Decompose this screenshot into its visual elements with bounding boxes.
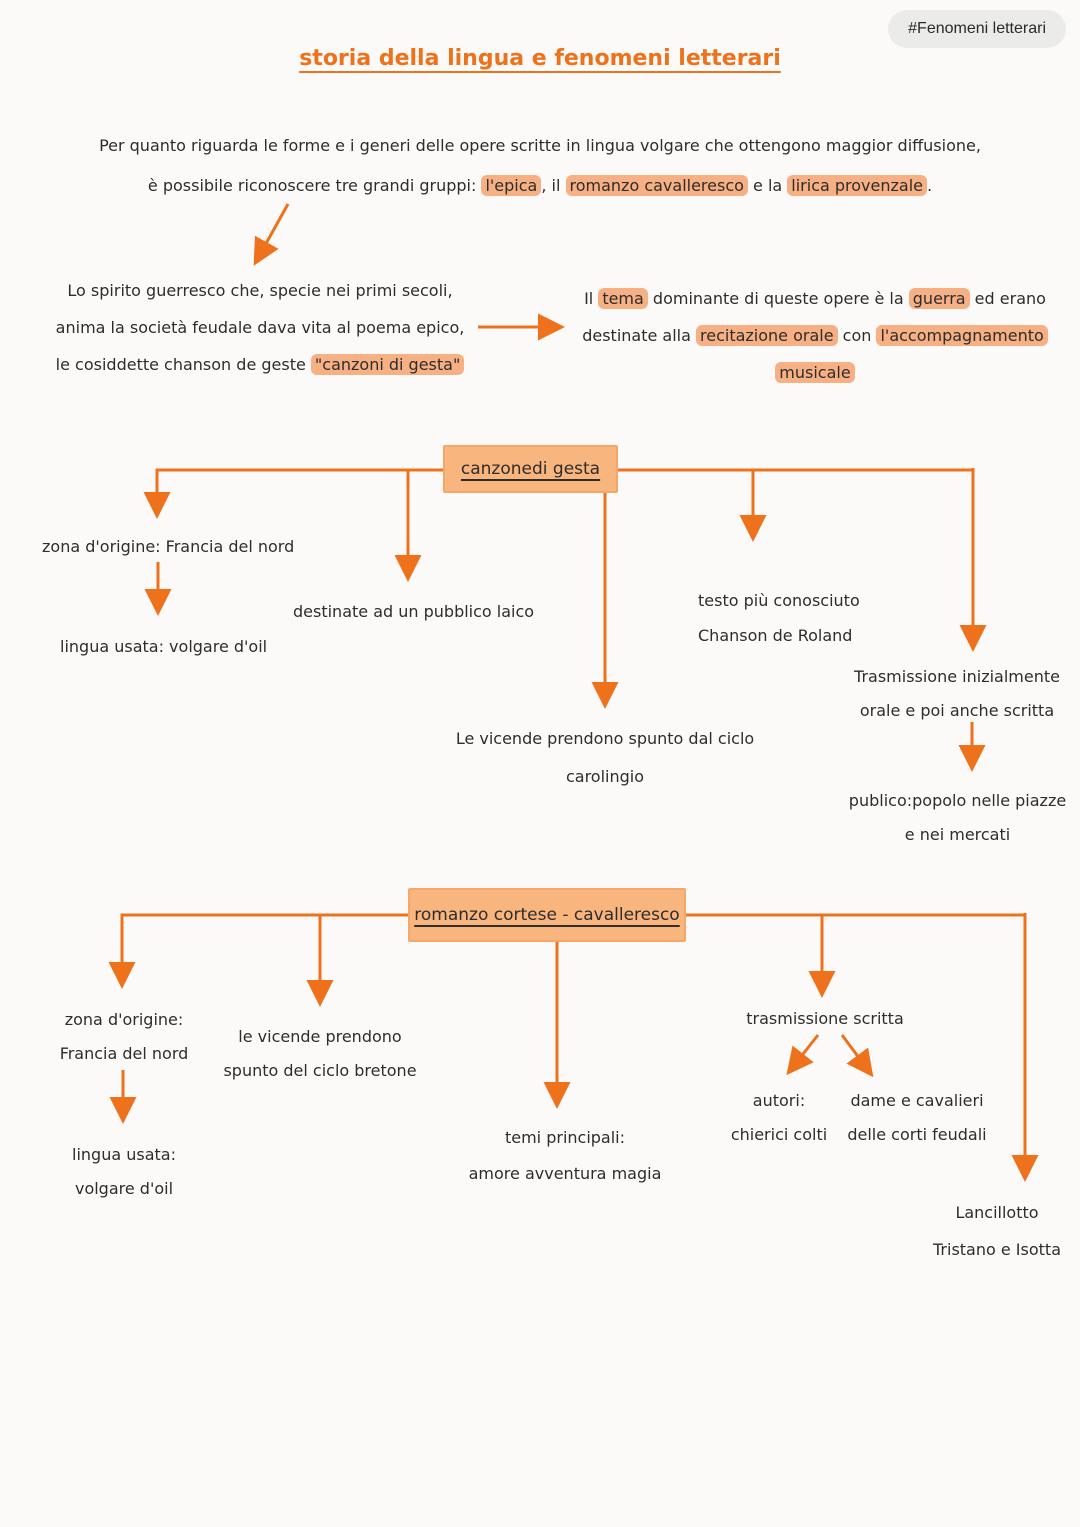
epic-note-line-1: Lo spirito guerresco che, specie nei pri…: [67, 281, 453, 300]
arrow-map2-to-dame: [840, 1034, 874, 1078]
tag-badge: #Fenomeni letterari: [888, 10, 1066, 48]
map2-dame-line-1: dame e cavalieri: [850, 1091, 984, 1110]
arrow-intro-to-epic-note: [253, 203, 290, 266]
theme-note-line-1: Il tema dominante di queste opere è la g…: [584, 288, 1046, 309]
arrow-map2-to-autori: [786, 1034, 820, 1076]
map1-vicende-label: Le vicende prendono spunto dal ciclo car…: [405, 720, 805, 796]
map1-testo-line-1: testo più conosciuto: [698, 591, 860, 610]
map2-autori-line-1: autori:: [752, 1091, 806, 1110]
theme-note-line-3: musicale: [565, 354, 1065, 391]
map1-publico-label: publico:popolo nelle piazze e nei mercat…: [830, 784, 1080, 852]
map1-vicende-line-1: Le vicende prendono spunto dal ciclo: [455, 729, 755, 748]
map2-lancillotto-label: Lancillotto Tristano e Isotta: [917, 1194, 1077, 1268]
connector-map1-left: [143, 468, 443, 519]
map2-zona-line-2: Francia del nord: [59, 1044, 189, 1063]
map1-trasmissione-line-2: orale e poi anche scritta: [859, 701, 1055, 720]
connector-map2-left: [108, 913, 408, 989]
map2-vicende-line-1: le vicende prendono: [238, 1027, 402, 1046]
page-title: storia della lingua e fenomeni letterari: [299, 46, 781, 71]
map1-trasmissione-label: Trasmissione inizialmente orale e poi an…: [832, 660, 1080, 728]
node-romanzo-cortese: romanzo cortese - cavalleresco: [408, 888, 686, 942]
epic-note: Lo spirito guerresco che, specie nei pri…: [40, 272, 480, 383]
node-canzone-di-gesta-label: canzonedi gesta: [460, 459, 601, 479]
map2-lingua-line-1: lingua usata:: [72, 1145, 176, 1164]
map1-testo-line-2: Chanson de Roland: [698, 626, 853, 645]
map2-vicende-label: le vicende prendono spunto del ciclo bre…: [195, 1020, 445, 1088]
map2-temi-line-2: amore avventura magia: [468, 1164, 662, 1183]
node-canzone-di-gesta: canzonedi gesta: [443, 445, 618, 493]
map1-vicende-line-2: carolingio: [565, 767, 645, 786]
map1-publico-line-1: publico:popolo nelle piazze: [848, 791, 1067, 810]
theme-note: Il tema dominante di queste opere è la g…: [565, 280, 1065, 391]
intro-paragraph: Per quanto riguarda le forme e i generi …: [0, 126, 1080, 206]
map2-temi-line-1: temi principali:: [504, 1128, 626, 1147]
map2-lancillotto-line-1: Lancillotto: [955, 1203, 1039, 1222]
theme-note-line-2: destinate alla recitazione orale con l'a…: [565, 317, 1065, 354]
map2-autori-label: autori: chierici colti: [714, 1084, 844, 1152]
map2-autori-line-2: chierici colti: [730, 1125, 828, 1144]
map2-lancillotto-line-2: Tristano e Isotta: [933, 1240, 1061, 1259]
epic-note-line-3: le cosiddette chanson de geste "canzoni …: [40, 346, 480, 383]
map2-dame-line-2: delle corti feudali: [847, 1125, 987, 1144]
map1-zona-origine-label: zona d'origine: Francia del nord: [42, 537, 295, 556]
map2-temi-principali-label: temi principali: amore avventura magia: [440, 1120, 690, 1192]
map2-lingua-line-2: volgare d'oil: [74, 1179, 174, 1198]
map1-publico-line-2: e nei mercati: [904, 825, 1011, 844]
map1-trasmissione-line-1: Trasmissione inizialmente: [854, 667, 1060, 686]
intro-line-1: Per quanto riguarda le forme e i generi …: [99, 136, 981, 155]
intro-line-2: è possibile riconoscere tre grandi grupp…: [147, 175, 933, 196]
map2-zona-origine-label: zona d'origine: Francia del nord: [14, 1003, 234, 1071]
map2-lingua-usata-label: lingua usata: volgare d'oil: [34, 1138, 214, 1206]
map1-pubblico-laico-label: destinate ad un pubblico laico: [293, 602, 535, 621]
map2-trasmissione-label: trasmissione scritta: [746, 1009, 904, 1028]
node-romanzo-cortese-label: romanzo cortese - cavalleresco: [414, 905, 680, 925]
map2-zona-line-1: zona d'origine:: [64, 1010, 184, 1029]
map2-vicende-line-2: spunto del ciclo bretone: [223, 1061, 417, 1080]
map2-dame-cavalieri-label: dame e cavalieri delle corti feudali: [837, 1084, 997, 1152]
map1-lingua-usata-label: lingua usata: volgare d'oil: [60, 637, 268, 656]
map1-testo-conosciuto-label: testo più conosciuto Chanson de Roland: [698, 583, 860, 653]
epic-note-line-2: anima la società feudale dava vita al po…: [55, 318, 465, 337]
